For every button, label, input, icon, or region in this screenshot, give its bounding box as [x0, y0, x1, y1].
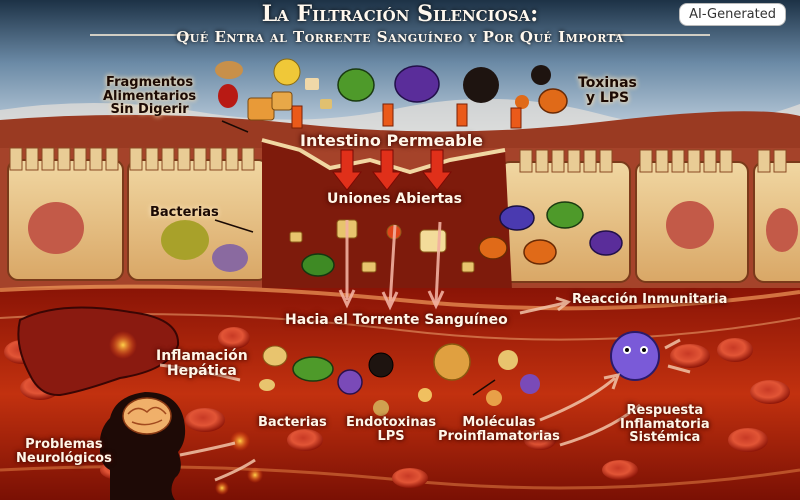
label-leaky-gut: Intestino Permeable	[300, 131, 484, 150]
neuro-glow	[230, 431, 250, 451]
label-liver-inflammation: Inflamación Hepática	[156, 348, 248, 379]
label-bacteria-blood: Bacterias	[258, 415, 327, 430]
undigested-food-particles	[215, 58, 332, 121]
liver	[17, 306, 180, 397]
label-undigested-food: Fragmentos Alimentarios Sin Digerir	[103, 75, 197, 118]
leader-lines	[214, 120, 496, 396]
ai-generated-badge: AI-Generated	[679, 3, 786, 26]
label-neuro-problems: Problemas Neurológicos	[16, 437, 112, 466]
blood-bacteria	[259, 345, 334, 391]
label-immune-reaction: Reacción Inmunitaria	[572, 292, 728, 307]
epithelial-cells-left	[7, 159, 269, 281]
barrier-breach	[262, 140, 512, 290]
immune-cell	[610, 331, 660, 381]
mucosa-surface	[0, 111, 800, 150]
junction-arrows	[331, 149, 453, 191]
label-proinflammatory: Moléculas Proinflamatorias	[438, 415, 560, 444]
page-title: La Filtración Silenciosa:	[261, 1, 539, 27]
endotoxins	[337, 352, 394, 416]
label-toxins-lps: Toxinas y LPS	[578, 75, 637, 106]
broken-edge	[261, 138, 506, 175]
label-bacteria-gut: Bacterias	[150, 205, 219, 220]
brain	[122, 397, 172, 435]
lumen-bacteria-toxins	[337, 65, 568, 114]
microvilli	[9, 147, 787, 173]
label-to-bloodstream: Hacia el Torrente Sanguíneo	[285, 312, 508, 328]
liver-glow	[109, 331, 137, 359]
label-systemic-response: Respuesta Inflamatoria Sistémica	[620, 403, 710, 446]
bloodstream-arrows	[338, 220, 445, 311]
label-endotoxins: Endotoxinas LPS	[346, 415, 437, 444]
label-open-junctions: Uniones Abiertas	[327, 191, 462, 207]
page-subtitle: Qué Entra al Torrente Sanguíneo y Por Qu…	[176, 28, 624, 46]
proinflammatory-molecules	[418, 343, 540, 406]
flow-arrows	[159, 296, 691, 482]
vessel-wall-top	[0, 284, 800, 311]
entry-arrows	[291, 103, 522, 129]
gut-bacteria-cluster	[301, 201, 623, 277]
